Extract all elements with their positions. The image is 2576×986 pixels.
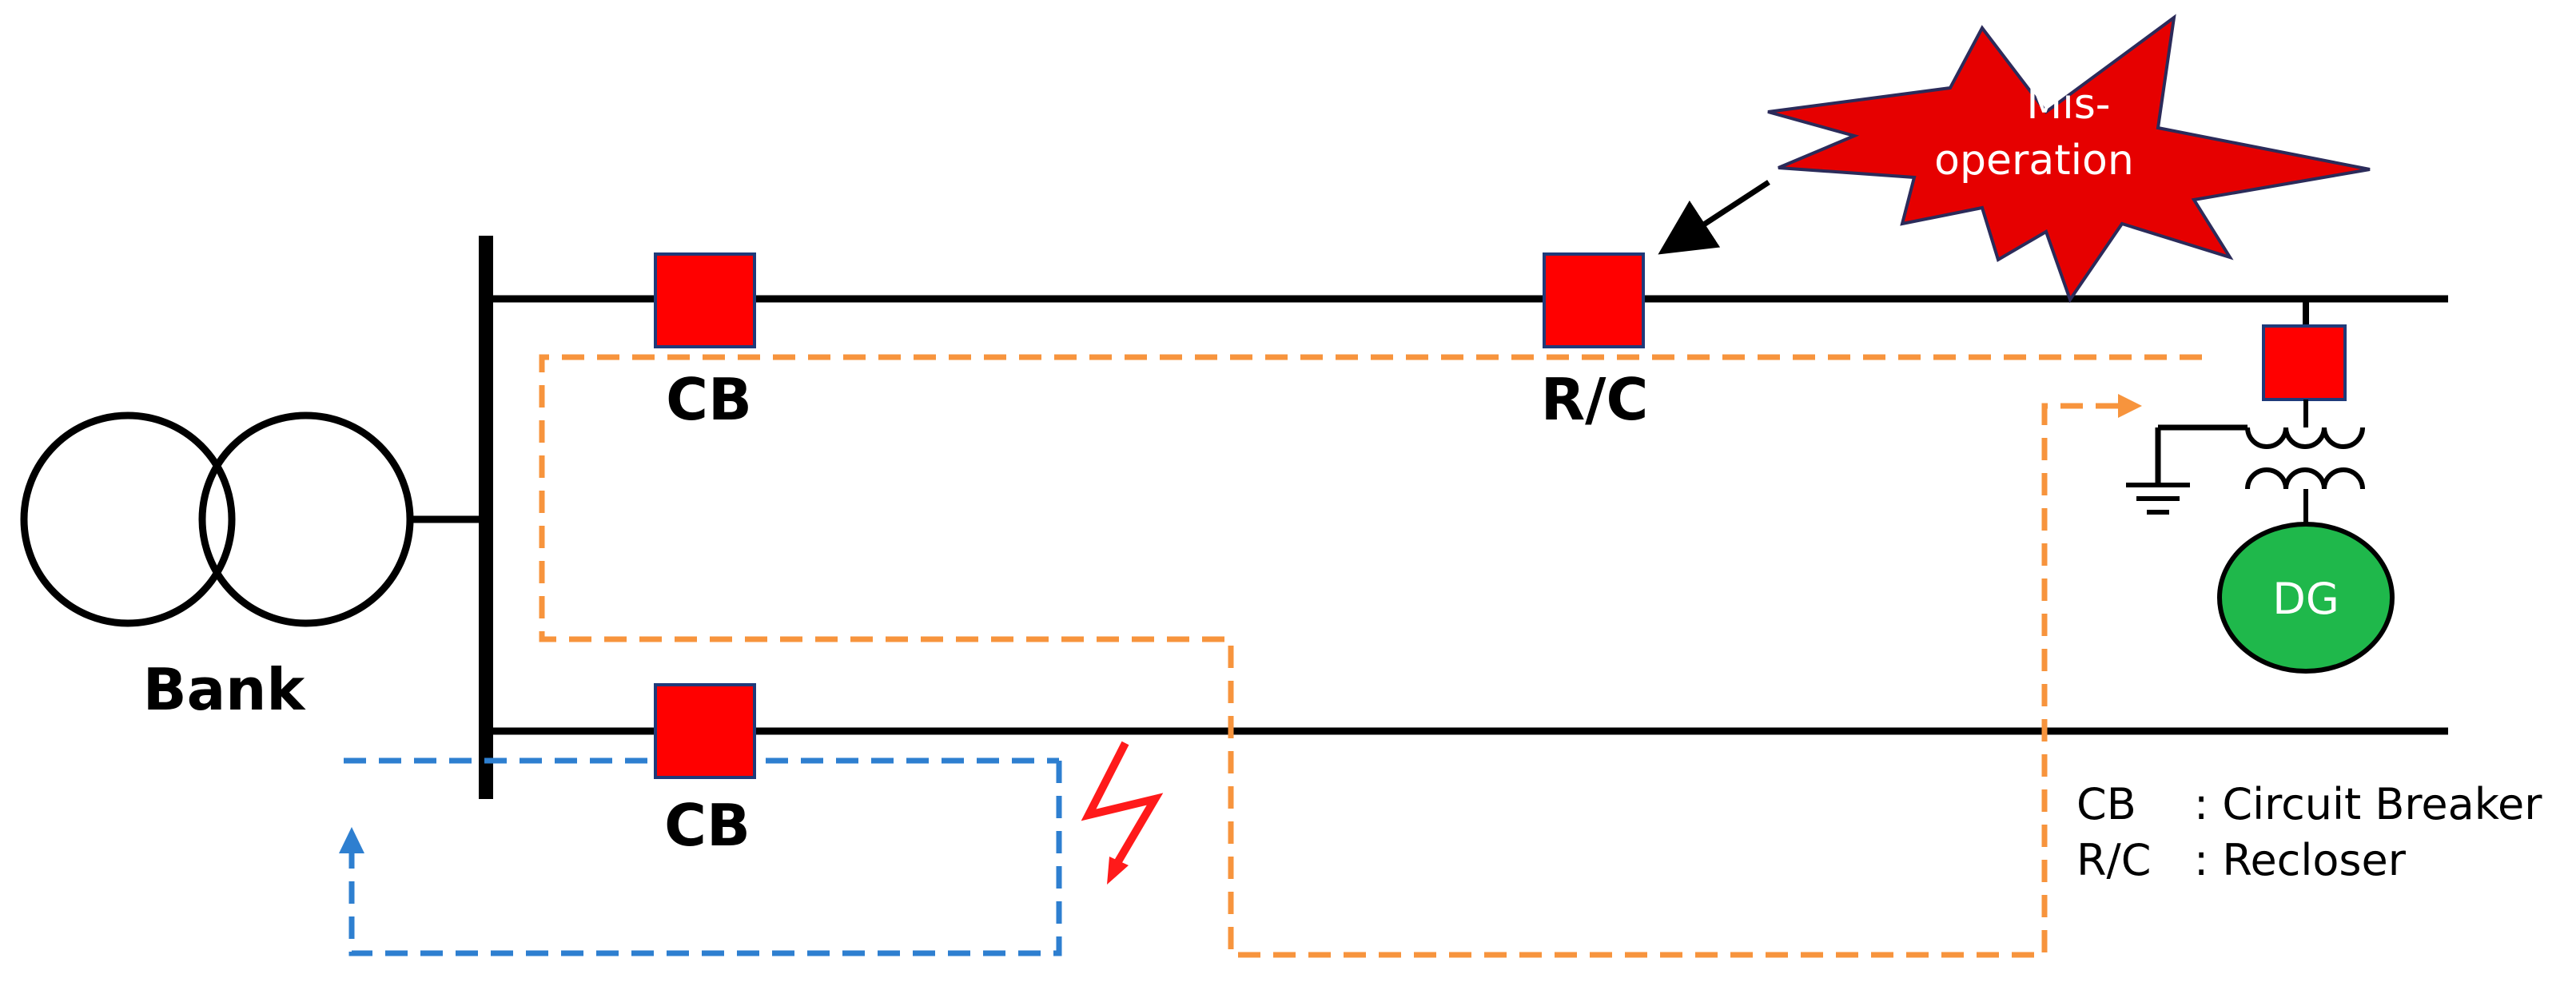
bank-label: Bank (143, 656, 307, 723)
fault-current-path-orange (539, 354, 2202, 958)
legend: CB : Circuit Breaker R/C : Recloser (2076, 779, 2542, 885)
blue-path-arrowhead-icon (339, 827, 364, 853)
legend-cb-text: : Circuit Breaker (2194, 779, 2542, 829)
misoperation-starburst-icon (1767, 14, 2371, 304)
legend-rc-text: : Recloser (2194, 835, 2407, 885)
dg-breaker (2262, 324, 2347, 401)
bank-transformer-icon (20, 411, 414, 627)
misoperation-pointer-arrow (1658, 180, 1770, 255)
legend-rc-abbr: R/C (2076, 835, 2151, 885)
fault-path-arrowhead-icon (2118, 394, 2142, 418)
dg-label: DG (2272, 574, 2339, 624)
misoperation-label-line2: operation (1934, 137, 2134, 185)
recloser (1543, 252, 1645, 348)
distributed-generator (2217, 522, 2395, 674)
recloser-label: R/C (1541, 366, 1649, 433)
dg-transformer-icon (2245, 427, 2365, 490)
circuit-breaker-top (654, 252, 756, 348)
legend-cb-abbr: CB (2076, 779, 2136, 829)
lightning-bolt-icon (1081, 741, 1164, 885)
circuit-breaker-bottom (654, 683, 756, 779)
ground-icon (2126, 483, 2190, 515)
fault-current-path-blue (348, 761, 1062, 956)
cb-bottom-label: CB (664, 792, 751, 859)
misoperation-label-line1: Mis- (2026, 81, 2110, 129)
cb-top-label: CB (666, 366, 752, 433)
